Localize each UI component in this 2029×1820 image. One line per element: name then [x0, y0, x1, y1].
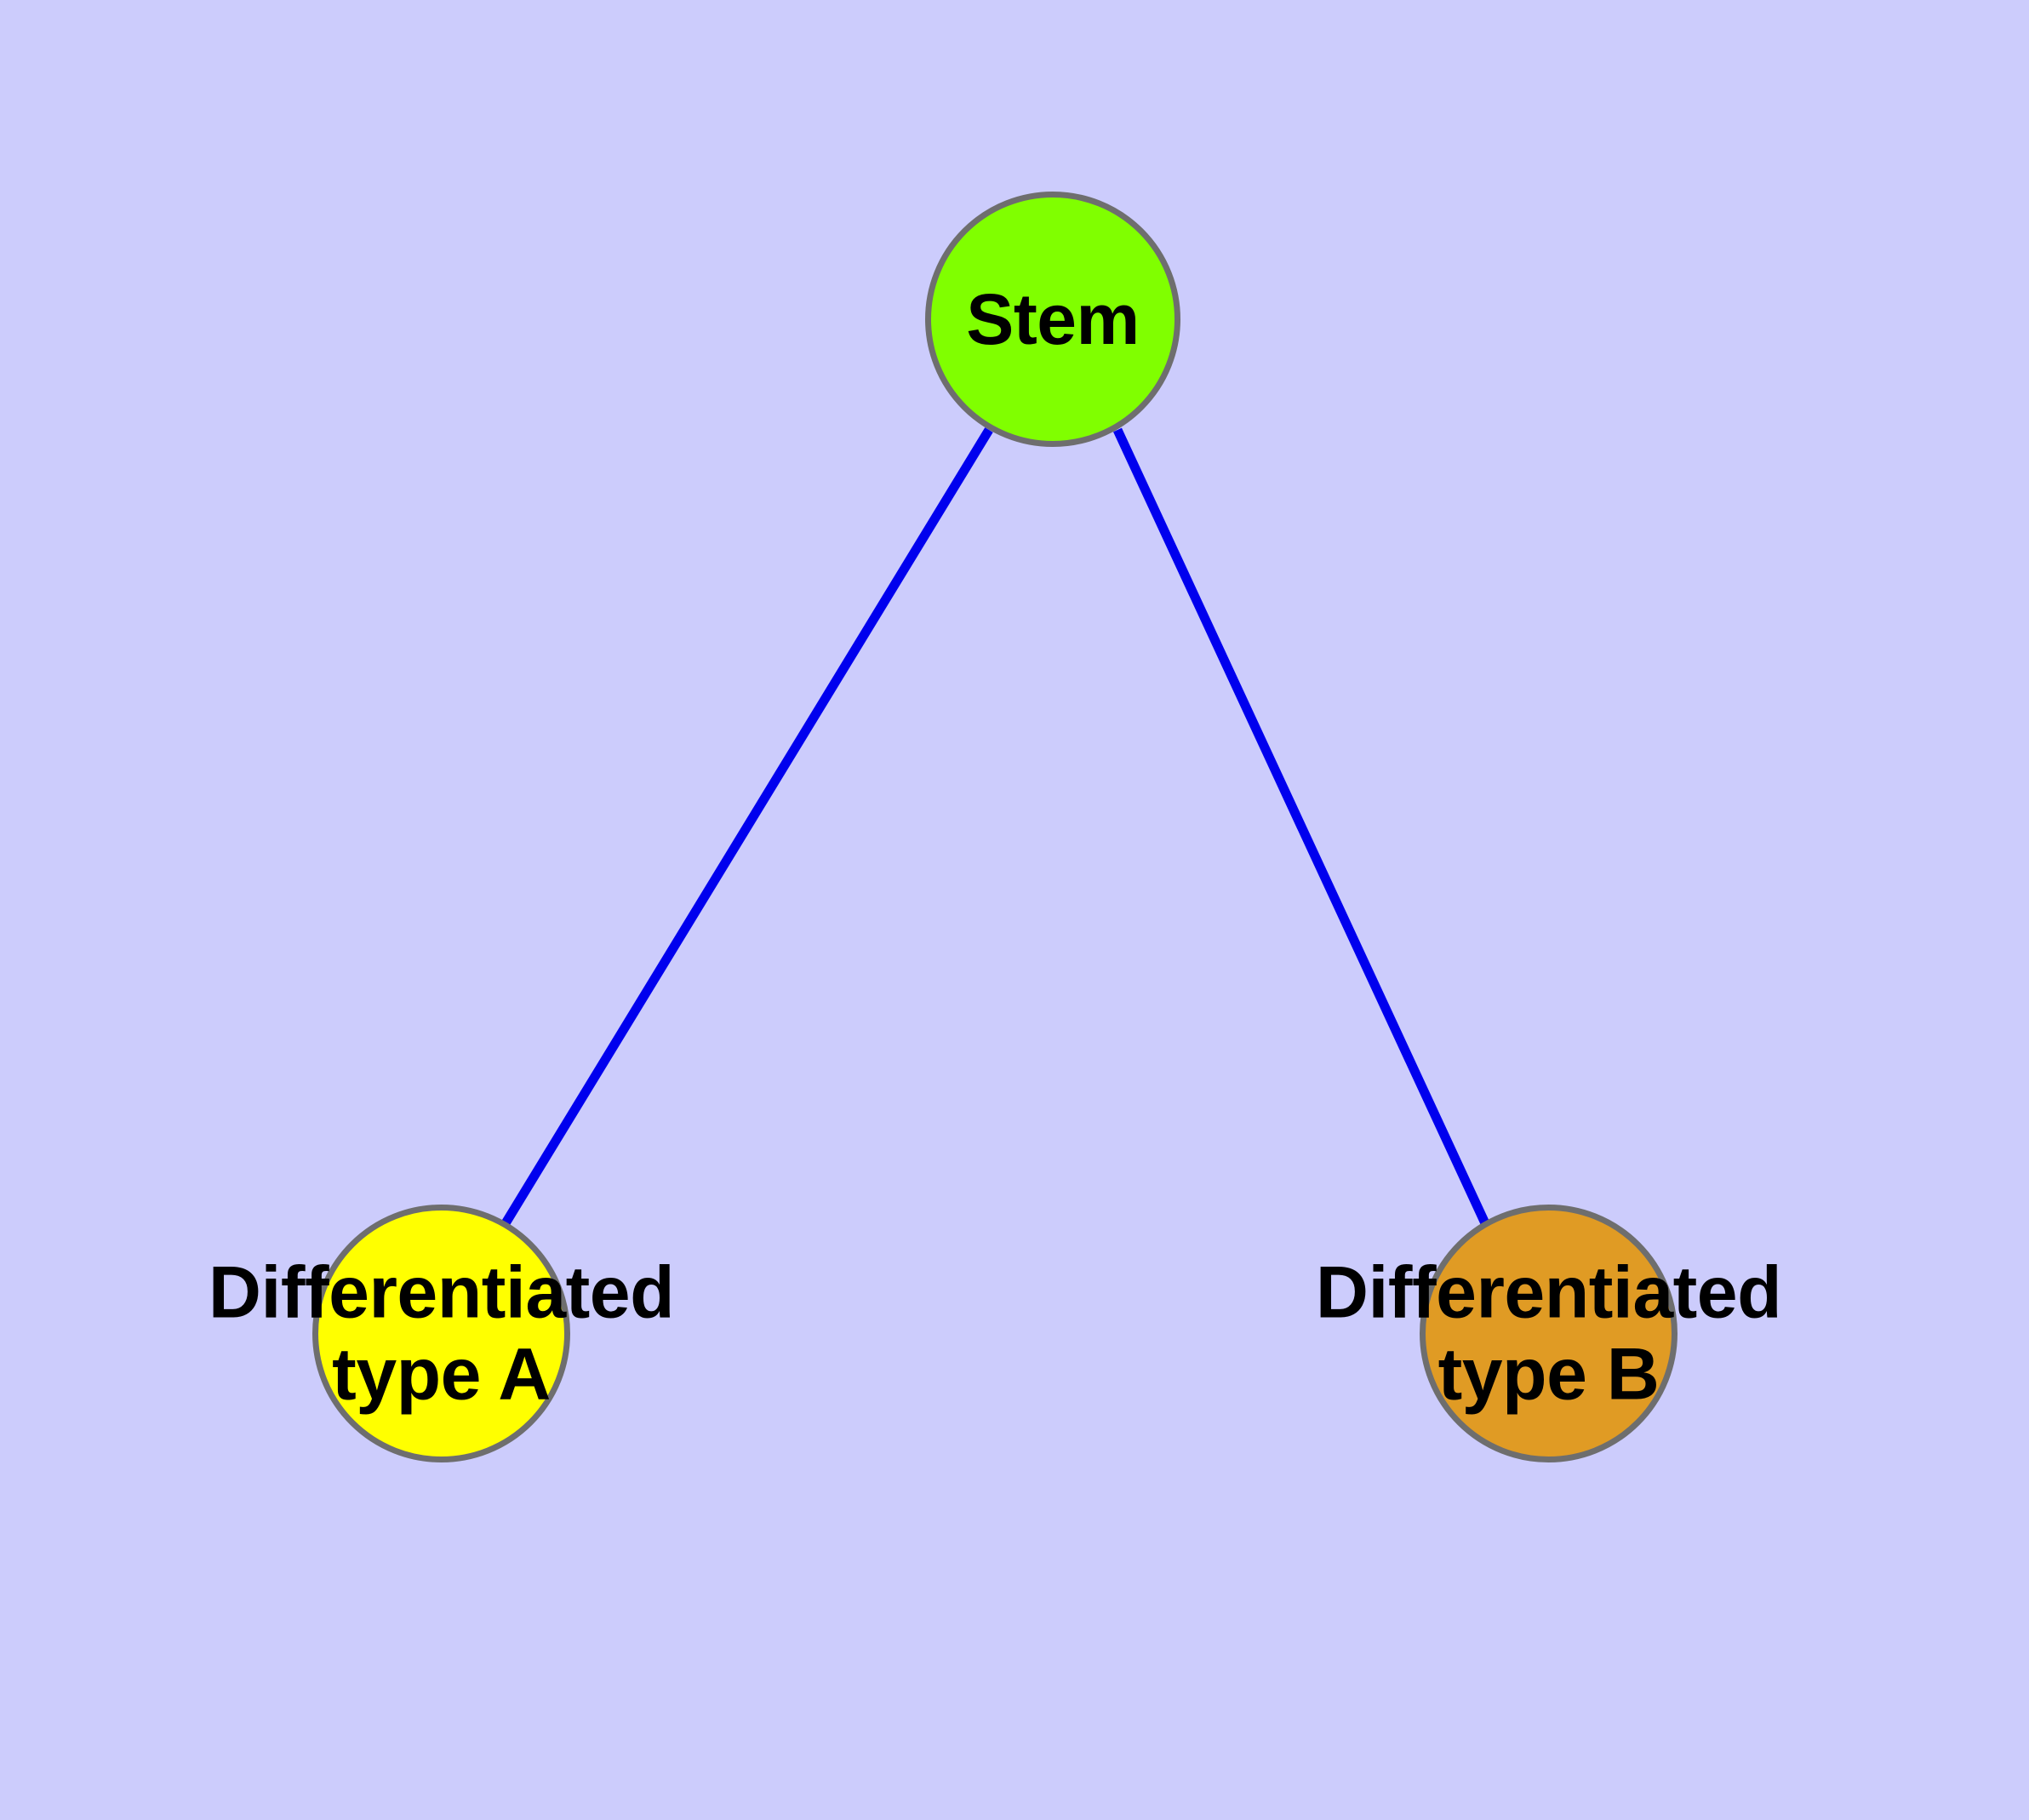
node-differentiated-type-b[interactable]: Differentiated type B [1316, 1205, 1782, 1462]
node-stem-label: Stem [966, 278, 1140, 359]
edge-stem-to-differentiated-type-a [501, 427, 993, 1226]
node-stem[interactable]: Stem [925, 192, 1180, 447]
node-differentiated-type-a[interactable]: Differentiated type A [209, 1205, 675, 1462]
edge-stem-to-differentiated-type-b [1113, 427, 1489, 1226]
